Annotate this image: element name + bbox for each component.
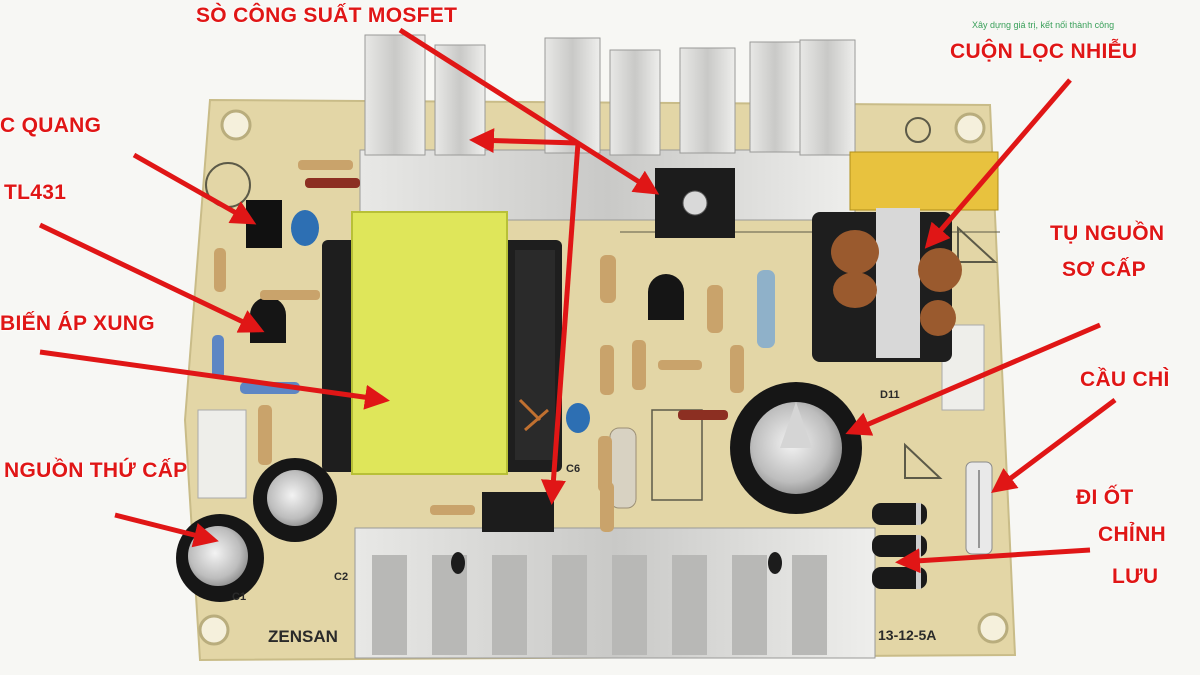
fuse (965, 461, 993, 555)
connectors (197, 324, 985, 499)
watermark-text: Xây dựng giá trị, kết nối thành công (972, 20, 1115, 30)
label-diode-3: LƯU (1112, 565, 1159, 588)
pulse-transformer (322, 211, 562, 475)
label-diode-1: ĐI ỐT (1076, 486, 1134, 509)
label-transformer: BIẾN ÁP XUNG (0, 312, 155, 335)
label-tl431: TL431 (4, 181, 67, 204)
label-diode-2: CHỈNH (1098, 523, 1166, 546)
silk-c2: C2 (334, 571, 348, 583)
primary-capacitor (730, 382, 862, 514)
bottom-heatsink (354, 492, 876, 659)
silk-model: 13-12-5A (878, 627, 936, 643)
label-secondary: NGUỒN THỨ CẤP (4, 459, 188, 482)
label-fuse: CẦU CHÌ (1080, 368, 1170, 391)
rectifier-diodes (872, 503, 927, 589)
silk-brand: ZENSAN (268, 627, 338, 646)
label-primary-cap-1: TỤ NGUỒN (1050, 222, 1165, 245)
label-filter-coil: CUỘN LỌC NHIỄU (950, 40, 1138, 63)
label-mosfet: SÒ CÔNG SUẤT MOSFET (196, 4, 458, 27)
label-primary-cap-2: SƠ CẤP (1062, 258, 1146, 281)
annotation-arrows (38, 27, 1117, 574)
small-components (212, 160, 775, 532)
silk-d11: D11 (880, 389, 900, 401)
silk-c1: C1 (232, 591, 246, 603)
silk-c6: C6 (566, 463, 580, 475)
filter-coil (812, 151, 999, 362)
label-optocoupler: C QUANG (0, 114, 102, 137)
